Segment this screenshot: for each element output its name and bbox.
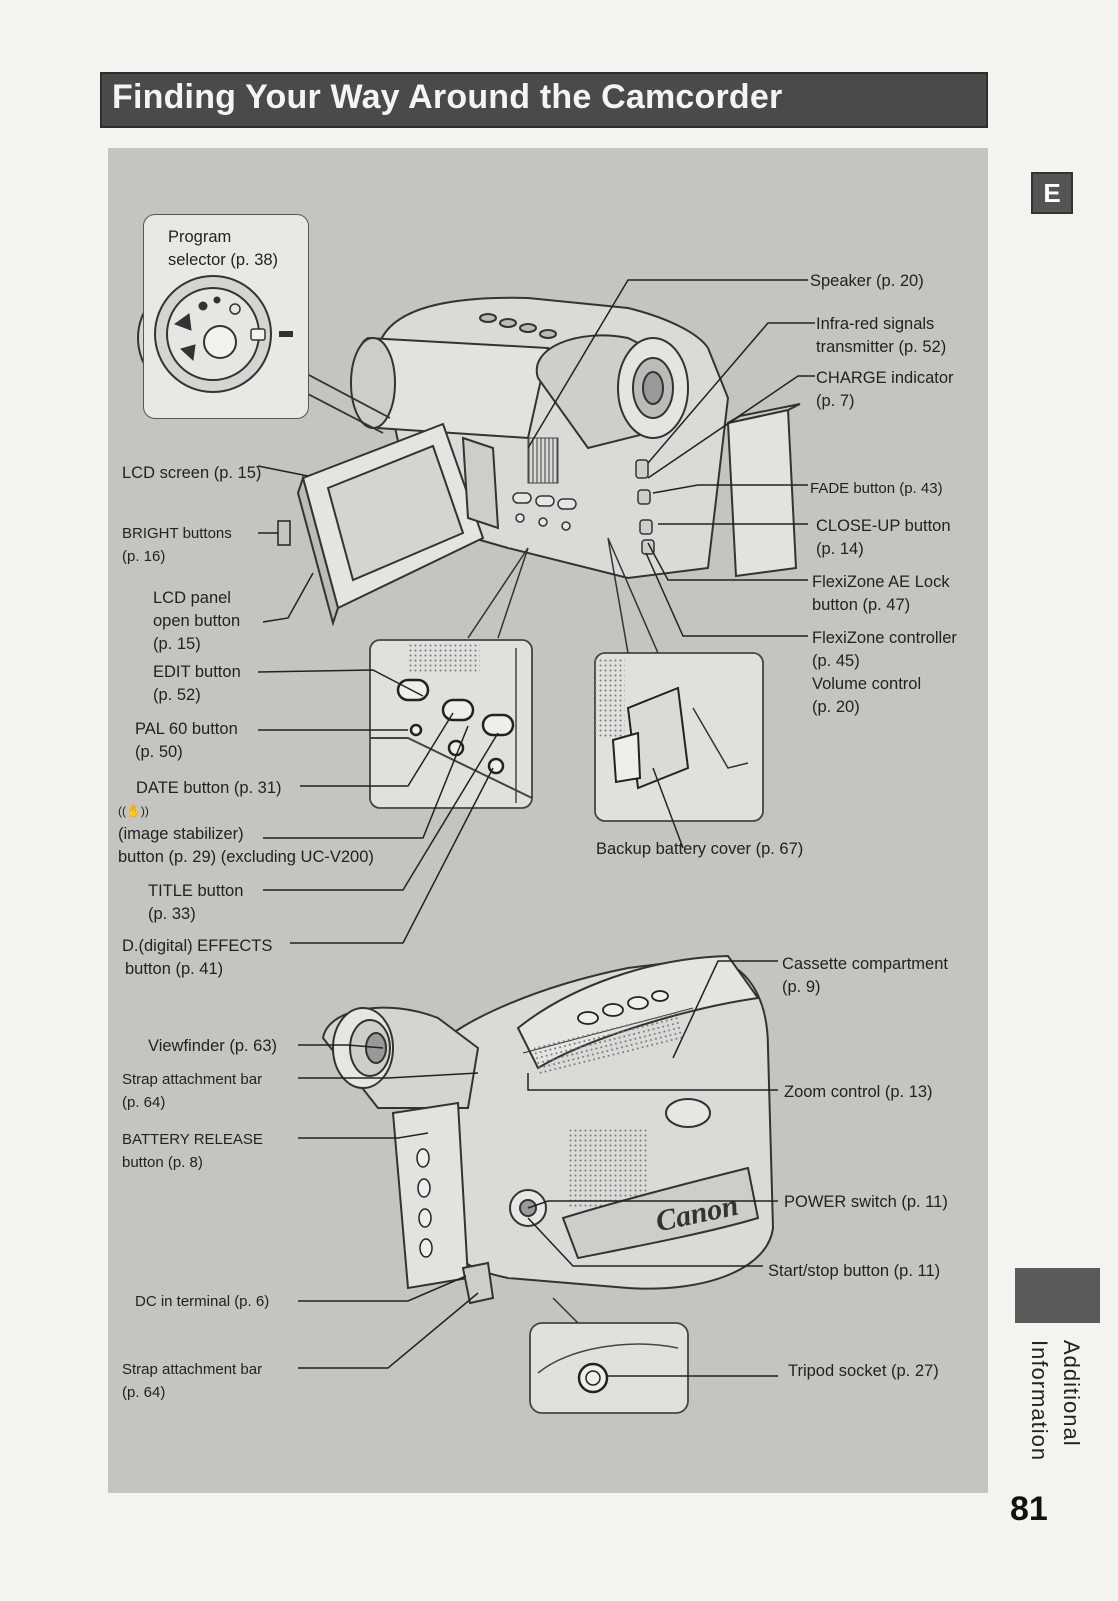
label-start-stop: Start/stop button (p. 11) bbox=[768, 1262, 941, 1280]
image-stabilizer-icon: ((✋)) bbox=[118, 804, 149, 818]
label-effects-button: D.(digital) EFFECTS button (p. 41) bbox=[122, 935, 272, 981]
label-lcd-panel-line1: LCD panel bbox=[153, 589, 231, 607]
label-charge-indicator: CHARGE indicator (p. 7) bbox=[816, 367, 954, 413]
label-strap1-line2: (p. 64) bbox=[122, 1094, 166, 1111]
label-viewfinder: Viewfinder (p. 63) bbox=[148, 1037, 278, 1055]
label-dc-in: DC in terminal (p. 6) bbox=[135, 1293, 270, 1310]
label-effects-line1: D.(digital) EFFECTS bbox=[122, 937, 273, 955]
label-flexizone-controller: FlexiZone controller (p. 45) Volume cont… bbox=[812, 627, 957, 719]
top-camcorder bbox=[296, 296, 801, 627]
label-cassette-line2: (p. 9) bbox=[782, 978, 821, 996]
label-infrared-line2: transmitter (p. 52) bbox=[816, 338, 947, 356]
label-charge-line2: (p. 7) bbox=[816, 392, 855, 410]
label-fade-button: FADE button (p. 43) bbox=[810, 480, 943, 497]
label-cassette-line1: Cassette compartment bbox=[782, 955, 948, 973]
section-label-line2: Information bbox=[1027, 1340, 1052, 1462]
label-battery-release: BATTERY RELEASE button (p. 8) bbox=[122, 1128, 263, 1174]
label-volume-line2: (p. 20) bbox=[812, 698, 860, 716]
label-effects-line2: button (p. 41) bbox=[125, 960, 224, 978]
label-ae-lock-button: FlexiZone AE Lock button (p. 47) bbox=[812, 571, 950, 617]
label-closeup-line2: (p. 14) bbox=[816, 540, 864, 558]
label-battery-line1: BATTERY RELEASE bbox=[122, 1131, 263, 1148]
label-tripod-socket: Tripod socket (p. 27) bbox=[788, 1362, 939, 1380]
label-cassette-compartment: Cassette compartment (p. 9) bbox=[782, 953, 948, 999]
label-strap2-line1: Strap attachment bar bbox=[122, 1361, 263, 1378]
label-strap-bar-1: Strap attachment bar (p. 64) bbox=[122, 1068, 262, 1114]
language-tab-letter: E bbox=[1043, 178, 1061, 208]
label-pal60-line2: (p. 50) bbox=[135, 743, 183, 761]
label-ae-lock-line1: FlexiZone AE Lock bbox=[812, 573, 950, 591]
label-edit-button: EDIT button (p. 52) bbox=[153, 661, 241, 707]
camcorder-illustration: Canon bbox=[108, 148, 988, 1493]
label-closeup-button: CLOSE-UP button (p. 14) bbox=[816, 515, 951, 561]
backup-battery-detail bbox=[594, 537, 764, 822]
label-edit-line1: EDIT button bbox=[153, 663, 241, 681]
label-controller-line2: (p. 45) bbox=[812, 652, 860, 670]
label-title-line1: TITLE button bbox=[148, 882, 244, 900]
label-power-switch: POWER switch (p. 11) bbox=[784, 1193, 948, 1211]
label-program-selector: Program selector (p. 38) bbox=[168, 226, 278, 272]
bottom-camcorder bbox=[321, 954, 775, 1305]
label-infrared-line1: Infra-red signals bbox=[816, 315, 935, 333]
label-lcd-panel-open: LCD panel open button (p. 15) bbox=[153, 587, 240, 656]
label-ae-lock-line2: button (p. 47) bbox=[812, 596, 911, 614]
label-date-button: DATE button (p. 31) bbox=[136, 779, 282, 797]
label-speaker: Speaker (p. 20) bbox=[810, 272, 924, 290]
label-stabilizer-line2: button (p. 29) (excluding UC-V200) bbox=[118, 848, 374, 866]
language-tab: E bbox=[1031, 172, 1073, 214]
label-bright-buttons: BRIGHT buttons (p. 16) bbox=[122, 522, 232, 568]
label-lcd-panel-line3: (p. 15) bbox=[153, 635, 201, 653]
camcorder-drawing: Canon bbox=[137, 279, 815, 1414]
label-program-selector-line1: Program bbox=[168, 228, 232, 246]
leader-lines-bottom bbox=[298, 960, 778, 1377]
label-program-selector-line2: selector (p. 38) bbox=[168, 251, 279, 269]
program-dial-icon bbox=[154, 275, 293, 393]
label-image-stabilizer: (image stabilizer) button (p. 29) (exclu… bbox=[118, 823, 374, 869]
label-title-button: TITLE button (p. 33) bbox=[148, 880, 243, 926]
page-title-bar: Finding Your Way Around the Camcorder bbox=[100, 72, 988, 128]
label-volume-line1: Volume control bbox=[812, 675, 922, 693]
label-strap-bar-2: Strap attachment bar (p. 64) bbox=[122, 1358, 262, 1404]
label-battery-line2: button (p. 8) bbox=[122, 1154, 203, 1171]
label-backup-battery: Backup battery cover (p. 67) bbox=[596, 840, 804, 858]
label-charge-line1: CHARGE indicator bbox=[816, 369, 954, 387]
label-pal60-button: PAL 60 button (p. 50) bbox=[135, 718, 238, 764]
label-title-line2: (p. 33) bbox=[148, 905, 196, 923]
label-pal60-line1: PAL 60 button bbox=[135, 720, 238, 738]
page-number: 81 bbox=[1010, 1490, 1048, 1528]
label-lcd-panel-line2: open button bbox=[153, 612, 241, 630]
label-strap1-line1: Strap attachment bar bbox=[122, 1071, 263, 1088]
leader-lines-top bbox=[257, 279, 815, 944]
section-tab-marker bbox=[1015, 1268, 1100, 1323]
tripod-socket-detail bbox=[529, 1297, 689, 1414]
page-title: Finding Your Way Around the Camcorder bbox=[112, 78, 783, 116]
label-bright-line1: BRIGHT buttons bbox=[122, 525, 232, 542]
section-label: Additional Information bbox=[1012, 1330, 1102, 1485]
section-label-line1: Additional bbox=[1059, 1340, 1084, 1447]
label-closeup-line1: CLOSE-UP button bbox=[816, 517, 951, 535]
label-stabilizer-line1: (image stabilizer) bbox=[118, 825, 244, 843]
label-zoom-control: Zoom control (p. 13) bbox=[784, 1083, 933, 1101]
label-bright-line2: (p. 16) bbox=[122, 548, 166, 565]
label-infrared: Infra-red signals transmitter (p. 52) bbox=[816, 313, 946, 359]
label-strap2-line2: (p. 64) bbox=[122, 1384, 166, 1401]
label-edit-line2: (p. 52) bbox=[153, 686, 201, 704]
label-controller-line1: FlexiZone controller bbox=[812, 629, 957, 647]
label-lcd-screen: LCD screen (p. 15) bbox=[122, 464, 262, 482]
